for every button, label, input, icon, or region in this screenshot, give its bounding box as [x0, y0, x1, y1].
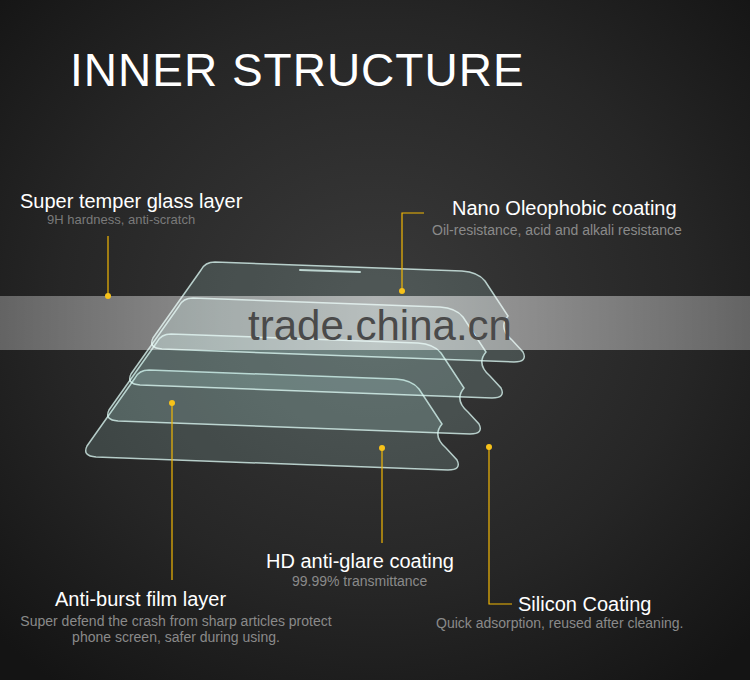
layer-note: Quick adsorption, reused after cleaning. — [436, 615, 683, 631]
leader-lines — [108, 213, 512, 604]
layer-name: Anti-burst film layer — [55, 588, 226, 611]
layer-note: Oil-resistance, acid and alkali resistan… — [432, 222, 682, 238]
watermark-band — [0, 296, 750, 350]
layer-name: Super temper glass layer — [20, 190, 242, 213]
layer-name: HD anti-glare coating — [266, 550, 454, 573]
glass-layers — [86, 262, 525, 470]
layer-note: 9H hardness, anti-scratch — [47, 213, 195, 228]
layer-name: Silicon Coating — [518, 593, 651, 616]
layer-name: Nano Oleophobic coating — [452, 197, 677, 220]
page-title: INNER STRUCTURE — [70, 44, 525, 97]
layer-note: 99.99% transmittance — [292, 573, 427, 589]
layer-note: Super defend the crash from sharp articl… — [15, 613, 337, 645]
watermark: trade.china.cn — [248, 302, 512, 350]
